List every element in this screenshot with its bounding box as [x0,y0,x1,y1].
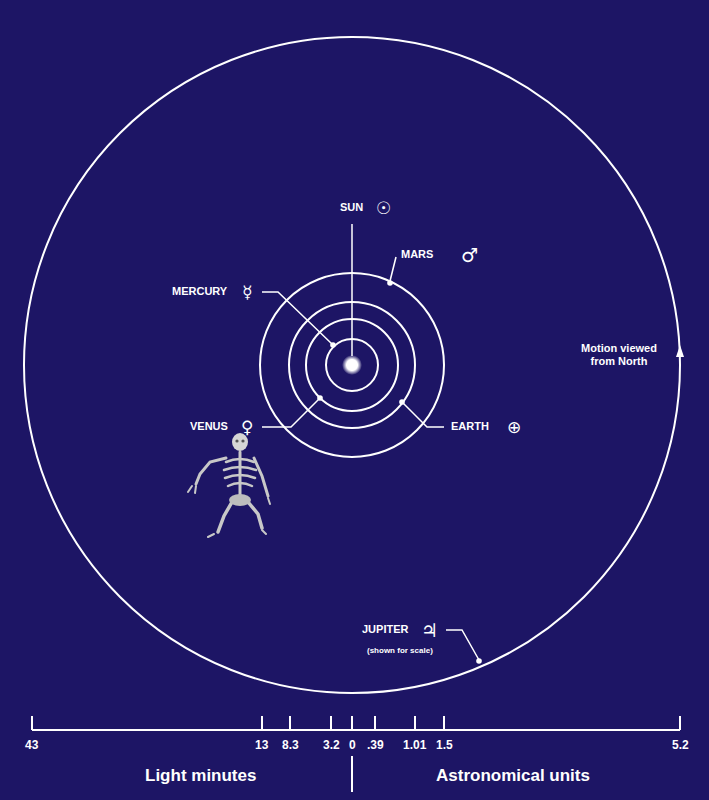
jupiter-leader [446,630,479,660]
scale-number: 1.5 [436,738,453,752]
scale-tick [261,716,263,730]
leader-lines [262,224,479,660]
left-arm [196,458,226,484]
astronomical-symbol: ☿ [242,284,252,301]
eye-socket [235,439,238,442]
scale-tick [31,716,33,730]
scale-number: .39 [367,738,384,752]
planet-name: VENUS [190,420,228,433]
sun-disc [342,355,362,375]
scale-bar [32,716,680,792]
scale-tick [351,716,353,730]
scale-tick [374,716,376,730]
mercury-leader [262,292,332,344]
motion-arrow [676,345,684,357]
venus-leader [262,398,320,427]
venus-dot [317,395,323,401]
ribs [224,459,256,486]
scale-number: 0 [349,738,356,752]
astronomical-symbol: ⊕ [507,419,521,436]
jupiter-orbit [24,37,680,693]
hands-feet [188,486,270,537]
earth-dot [399,399,405,405]
scale-line [32,729,680,731]
jupiter-dot [476,658,482,664]
scale-note: (shown for scale) [367,646,433,656]
orbits [24,37,680,693]
sun-leader [351,224,353,356]
astronomical-symbol: ♀ [241,419,253,436]
scale-divider [351,756,353,792]
scale-unit: Astronomical units [436,766,590,786]
scale-tick [679,716,681,730]
right-leg [248,502,262,528]
scale-tick [443,716,445,730]
pelvis [229,494,251,506]
scale-number: 5.2 [672,738,689,752]
mars-leader [390,257,396,281]
planet-dots [317,280,482,664]
skeleton-figure [188,433,270,537]
astronomical-symbol: ♃ [421,621,438,640]
motion-note: Motion viewed from North [569,342,669,368]
astronomical-symbol: ☉ [376,200,391,217]
scale-number: 8.3 [282,738,299,752]
scale-tick [289,716,291,730]
skeleton-bones [196,452,268,532]
planet-name: MERCURY [172,285,227,298]
right-arm [254,458,268,496]
scale-number: 13 [255,738,268,752]
scale-unit: Light minutes [145,766,256,786]
mars-dot [387,280,393,286]
scale-tick [330,716,332,730]
planet-name: MARS [401,248,433,261]
scale-tick [414,716,416,730]
scale-number: 3.2 [323,738,340,752]
planet-name: EARTH [451,420,489,433]
planet-name: JUPITER [362,623,408,636]
eye-socket [241,439,244,442]
left-leg [218,502,232,532]
planet-name: SUN [340,201,363,214]
astronomical-symbol: ♂ [461,246,478,265]
scale-number: 43 [25,738,38,752]
earth-leader [402,402,444,427]
scale-number: 1.01 [403,738,426,752]
mercury-dot [330,342,336,348]
